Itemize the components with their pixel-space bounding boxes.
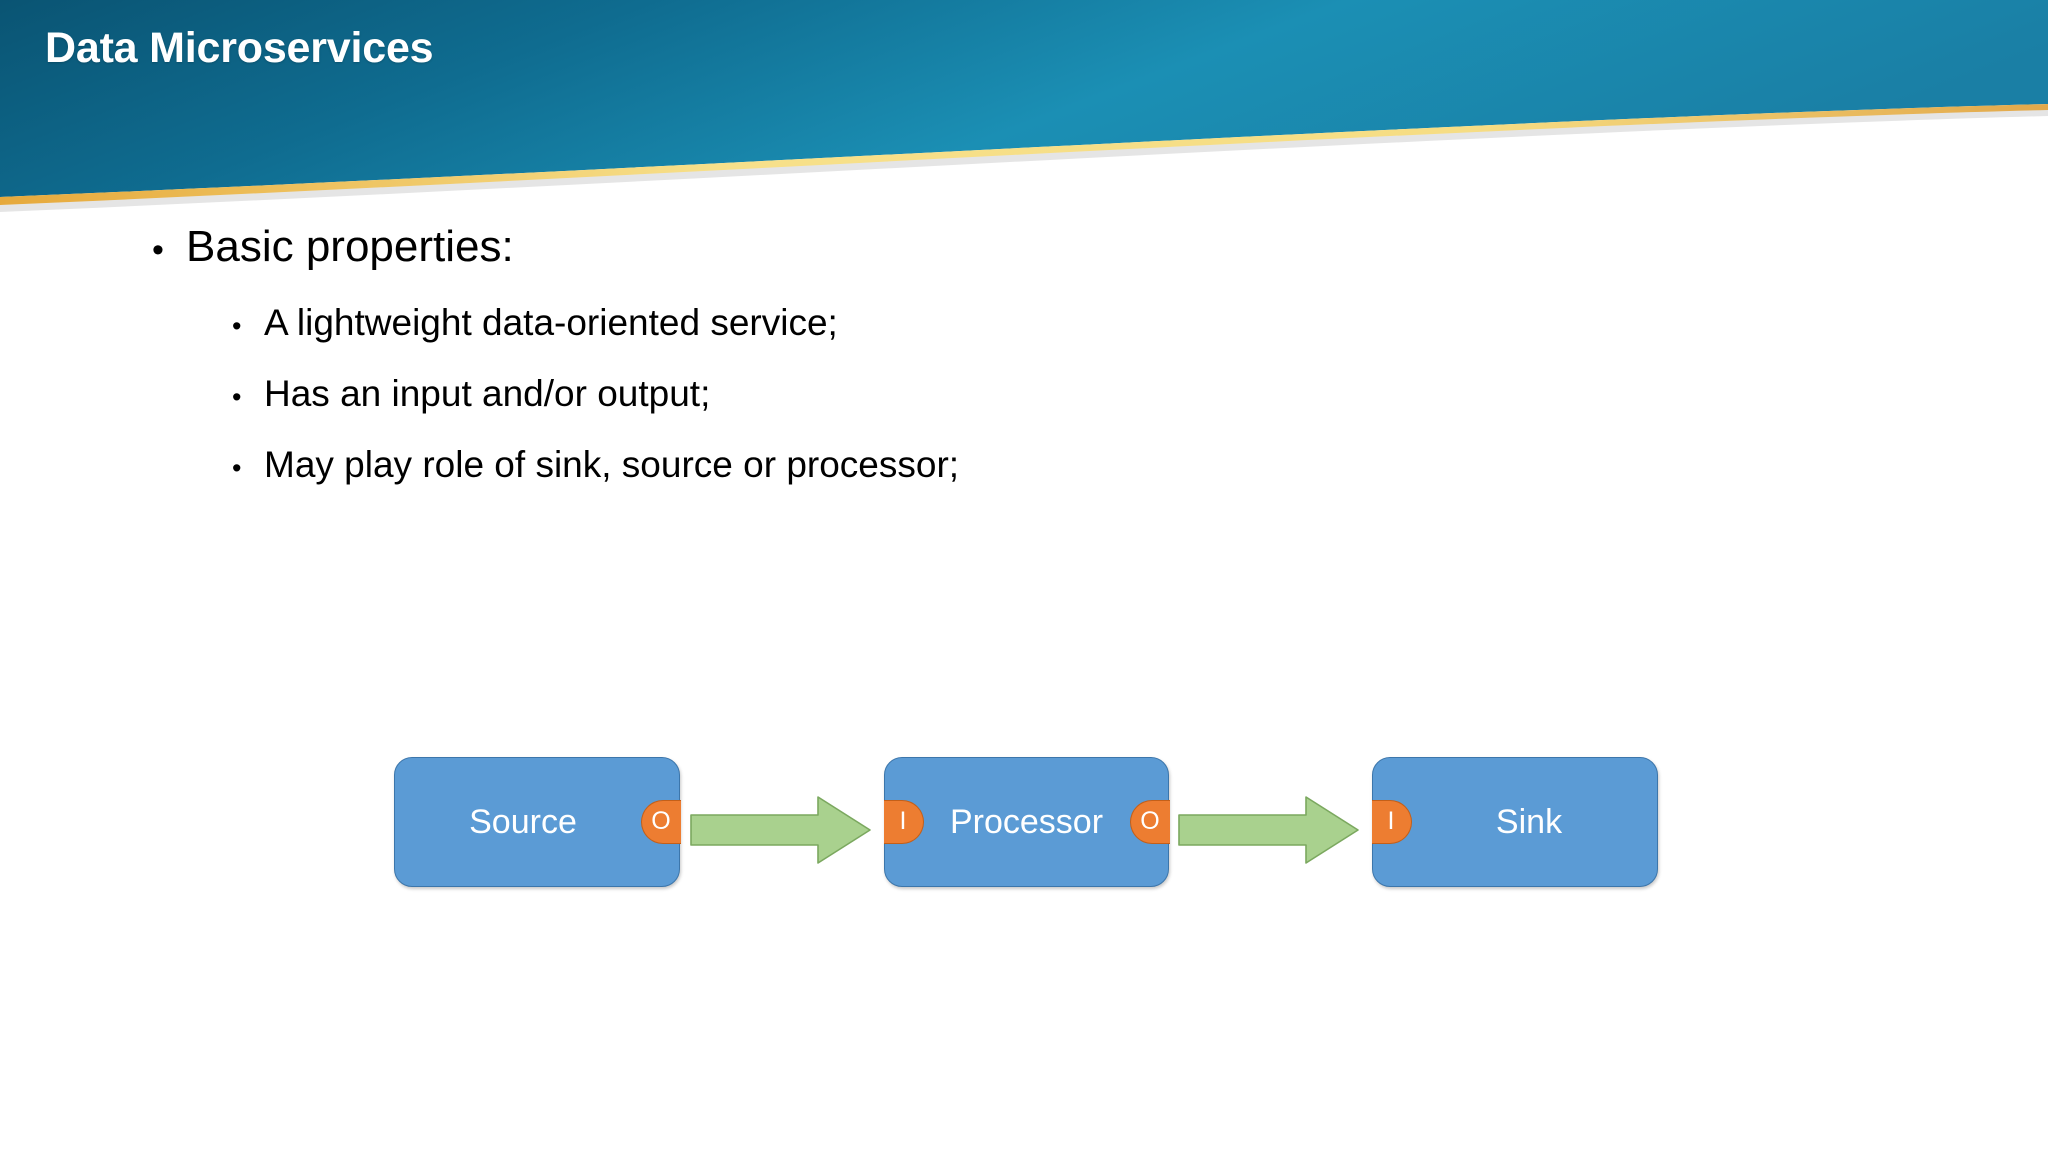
diagram-node-sink[interactable]: Sink I — [1371, 757, 1658, 887]
node-label: Sink — [1495, 803, 1563, 841]
list-item: • Has an input and/or output; — [232, 360, 2048, 431]
node-label: Source — [469, 803, 577, 841]
list-item: • May play role of sink, source or proce… — [232, 431, 2048, 502]
diagram-node-processor[interactable]: Processor I O — [883, 757, 1170, 887]
title-banner: Data Microservices — [0, 0, 2048, 215]
page-title: Data Microservices — [45, 24, 434, 72]
flow-arrow-source-to-processor[interactable] — [690, 795, 872, 865]
list-item-label: Has an input and/or output; — [264, 373, 711, 414]
bullet-list: • Basic properties: • A lightweight data… — [0, 218, 2048, 502]
list-item-label: A lightweight data-oriented service; — [264, 302, 838, 343]
port-input-sink[interactable]: I — [1371, 800, 1412, 844]
bullet-marker: • — [152, 231, 164, 269]
node-label: Processor — [949, 803, 1104, 841]
port-output-processor[interactable]: O — [1129, 800, 1170, 844]
diagram-node-source[interactable]: Source O — [394, 757, 681, 887]
bullet-marker: • — [232, 453, 242, 483]
list-item-label: May play role of sink, source or process… — [264, 444, 960, 485]
list-item-label: Basic properties: — [186, 222, 514, 271]
bullet-marker: • — [232, 382, 242, 412]
port-input-processor[interactable]: I — [883, 800, 924, 844]
port-output-source[interactable]: O — [640, 800, 681, 844]
bullet-marker: • — [232, 311, 242, 341]
list-item: • Basic properties: — [152, 218, 2048, 279]
flow-arrow-processor-to-sink[interactable] — [1178, 795, 1360, 865]
banner-shape — [0, 0, 2048, 212]
list-item: • A lightweight data-oriented service; — [232, 289, 2048, 360]
